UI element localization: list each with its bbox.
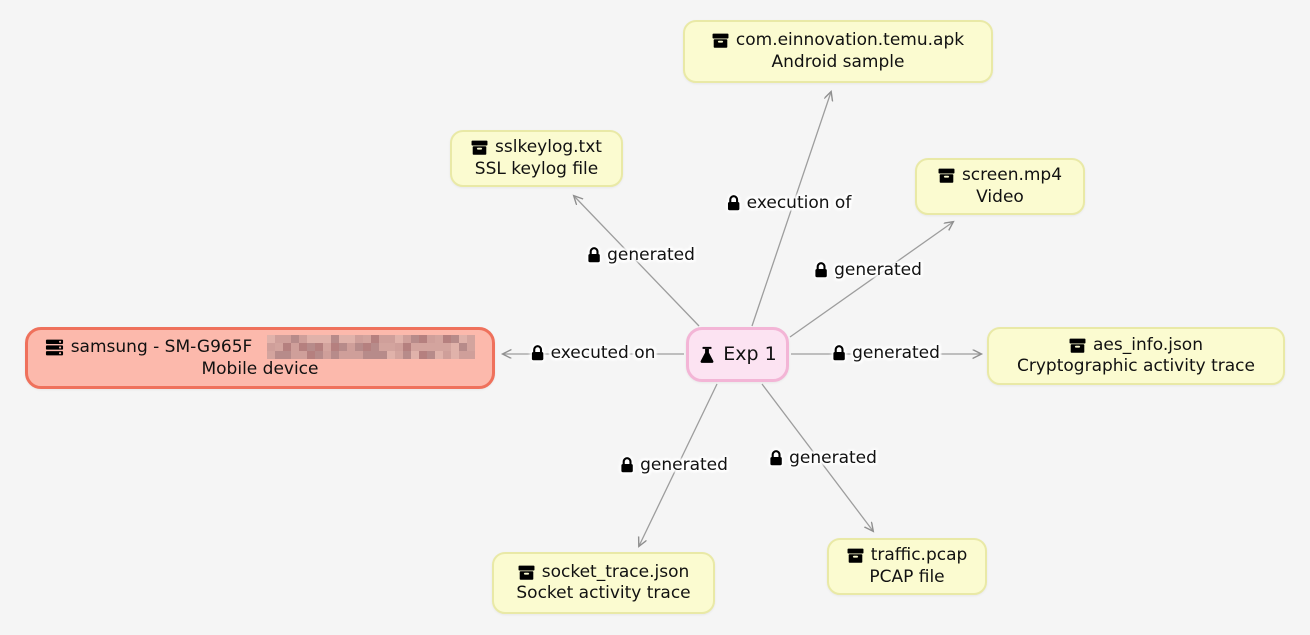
archive-box-icon (847, 547, 864, 564)
lock-icon (814, 262, 828, 278)
edge-generated-socket (639, 383, 718, 546)
node-title: Exp 1 (723, 342, 777, 365)
edge-label-text: generated (834, 260, 922, 280)
edge-generated-ssl (574, 196, 700, 327)
lock-icon (620, 457, 634, 473)
node-title: sslkeylog.txt (495, 137, 602, 158)
edge-label-generated-aes: generated (832, 343, 940, 363)
node-title: com.einnovation.temu.apk (735, 30, 965, 51)
mobile-device-icon (45, 339, 64, 356)
lock-icon (769, 450, 783, 466)
node-subtitle: Socket activity trace (516, 583, 691, 603)
node-subtitle: SSL keylog file (474, 158, 599, 179)
redacted-serial (267, 335, 476, 360)
edge-label-executed-on: executed on (531, 343, 656, 363)
node-subtitle: Cryptographic activity trace (1017, 356, 1255, 376)
node-apk[interactable]: com.einnovation.temu.apk Android sample (683, 20, 993, 83)
archive-box-icon (1069, 337, 1086, 354)
node-title: socket_trace.json (541, 561, 690, 582)
edge-label-text: generated (789, 448, 877, 468)
edge-label-text: generated (640, 455, 728, 475)
edge-label-generated-traffic: generated (769, 448, 877, 468)
node-device[interactable]: samsung - SM-G965F Mobile device (25, 327, 495, 389)
edge-execution-of (751, 92, 831, 327)
node-screen[interactable]: screen.mp4 Video (915, 158, 1085, 215)
node-aes[interactable]: aes_info.json Cryptographic activity tra… (987, 327, 1285, 385)
lock-icon (727, 195, 741, 211)
node-sslkeylog[interactable]: sslkeylog.txt SSL keylog file (450, 130, 623, 187)
node-title: traffic.pcap (870, 545, 968, 566)
lock-icon (531, 345, 545, 361)
edge-generated-screen (789, 222, 953, 338)
edge-label-generated-socket: generated (620, 455, 728, 475)
node-experiment[interactable]: Exp 1 (686, 327, 789, 382)
edge-label-generated-ssl: generated (587, 245, 695, 265)
archive-box-icon (518, 564, 535, 581)
node-subtitle: Mobile device (201, 359, 319, 380)
edge-generated-traffic (761, 383, 873, 531)
node-title: samsung - SM-G965F (70, 336, 253, 357)
node-subtitle: Android sample (771, 51, 905, 72)
node-socket[interactable]: socket_trace.json Socket activity trace (492, 552, 715, 614)
lock-icon (832, 345, 846, 361)
archive-box-icon (712, 32, 729, 49)
lock-icon (587, 247, 601, 263)
archive-box-icon (471, 139, 488, 156)
flask-icon (698, 346, 716, 364)
edge-label-text: generated (852, 343, 940, 363)
edge-label-execution-of: execution of (727, 193, 852, 213)
node-subtitle: Video (976, 186, 1024, 207)
archive-box-icon (938, 167, 955, 184)
node-subtitle: PCAP file (869, 566, 945, 587)
edge-label-text: generated (607, 245, 695, 265)
node-title: screen.mp4 (961, 165, 1063, 186)
node-title: aes_info.json (1093, 334, 1203, 355)
edge-label-generated-screen: generated (814, 260, 922, 280)
edge-label-text: executed on (550, 343, 656, 363)
node-traffic[interactable]: traffic.pcap PCAP file (827, 538, 987, 595)
edge-label-text: execution of (746, 193, 852, 213)
